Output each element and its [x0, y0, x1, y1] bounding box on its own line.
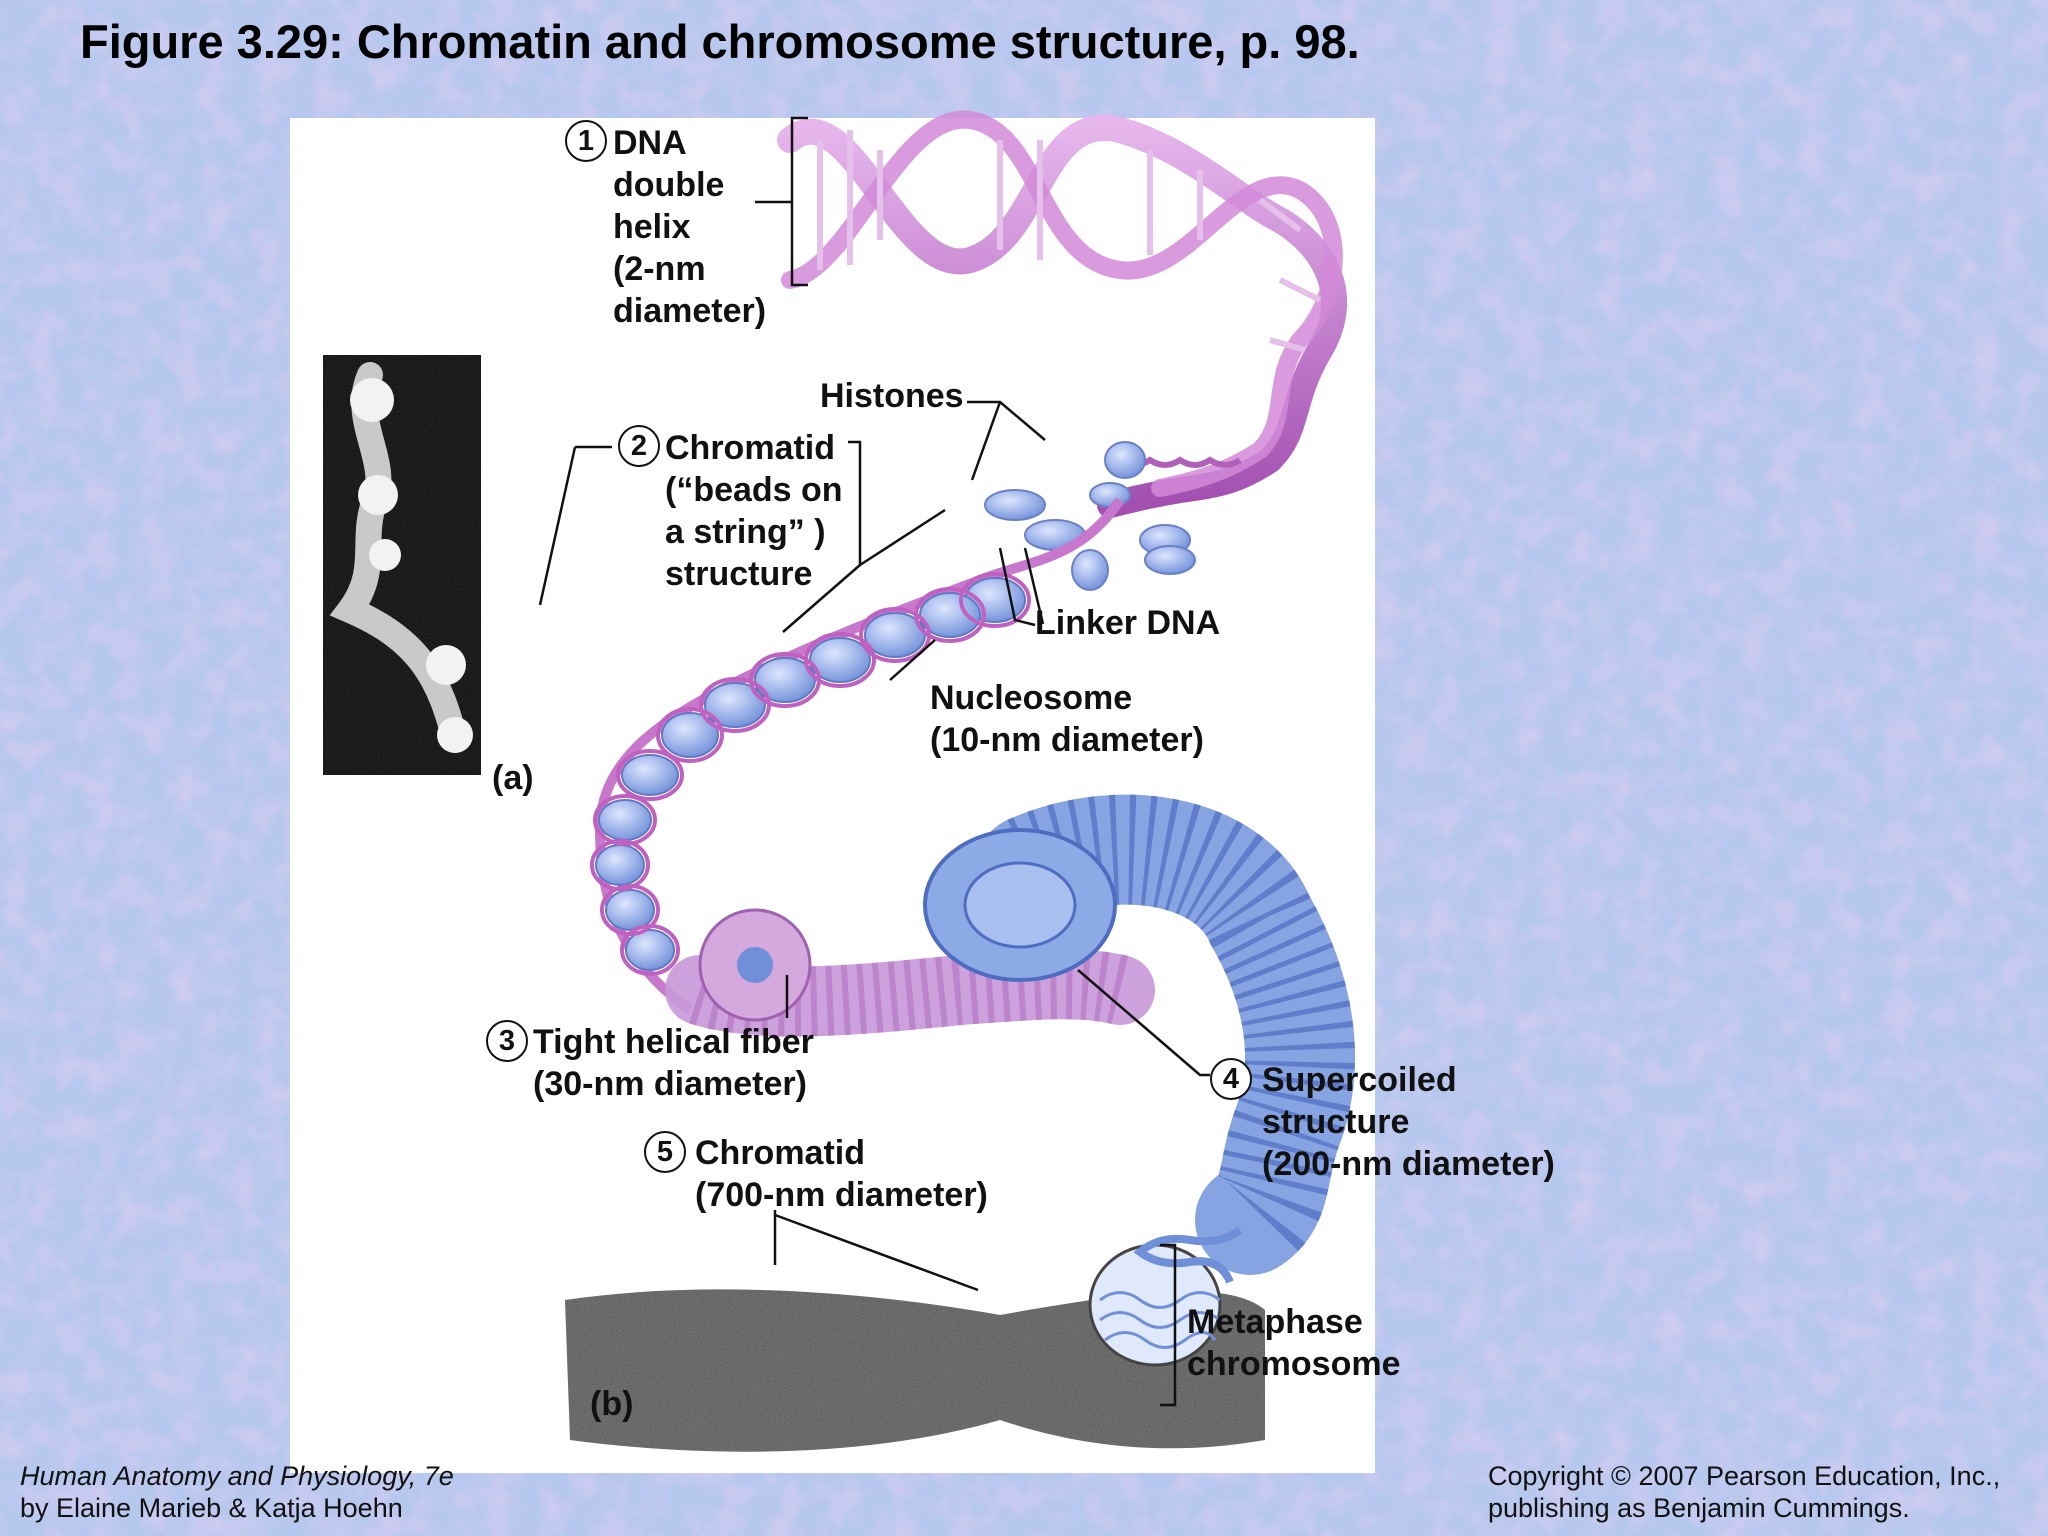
linker-dna-label: Linker DNA [1035, 604, 1221, 642]
book-title: Human Anatomy and Physiology, 7e [20, 1461, 454, 1491]
footer-right: Copyright © 2007 Pearson Education, Inc.… [1488, 1460, 2000, 1524]
step-1-number: 1 [565, 120, 607, 162]
step-2-number: 2 [618, 425, 660, 467]
figure-panel [290, 118, 1375, 1473]
step-3-number: 3 [486, 1020, 528, 1062]
chromatid-700nm-label: Chromatid(700-nm diameter) [695, 1134, 988, 1214]
leader-lines [538, 116, 1210, 1407]
panel-b-label: (b) [590, 1385, 634, 1423]
copyright-line: Copyright © 2007 Pearson Education, Inc.… [1488, 1461, 2001, 1491]
nucleosome-chain-graphic [590, 497, 1125, 1015]
book-authors: by Elaine Marieb & Katja Hoehn [20, 1493, 403, 1523]
nucleosome-label: Nucleosome(10-nm diameter) [930, 679, 1204, 759]
dna-helix-graphic [777, 110, 1347, 518]
slide-title: Figure 3.29: Chromatin and chromosome st… [80, 15, 1360, 68]
step-5-number: 5 [644, 1131, 686, 1173]
histone-cluster [984, 441, 1196, 591]
micrograph-a-image [323, 355, 481, 775]
footer-left: Human Anatomy and Physiology, 7e by Elai… [20, 1460, 454, 1524]
panel-a-label: (a) [492, 759, 534, 797]
publisher-line: publishing as Benjamin Cummings. [1488, 1493, 1910, 1523]
histones-label: Histones [820, 377, 964, 415]
supercoil-graphic [665, 794, 1355, 1284]
tight-helical-fiber-label: Tight helical fiber(30-nm diameter) [533, 1023, 814, 1103]
beads-on-string-label: Chromatid(“beads on a string” )structure [665, 429, 843, 593]
step-4-number: 4 [1210, 1058, 1252, 1100]
micrograph-b-image [565, 1243, 1265, 1452]
